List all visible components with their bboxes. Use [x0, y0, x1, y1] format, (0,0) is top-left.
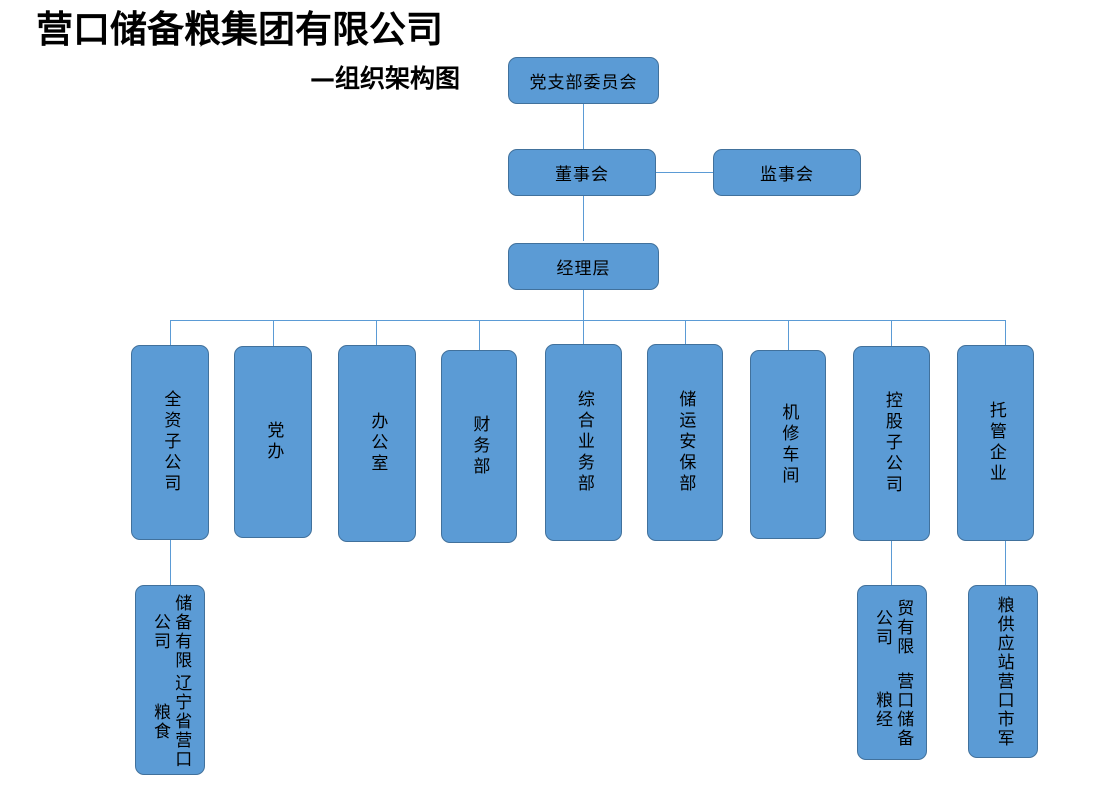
node-subsidiary-yingkou-military-grain-supply[interactable]: 粮供应站 营口市军 — [968, 585, 1038, 758]
node-dept-wholly-owned-subsidiary[interactable]: 全资子公司 — [131, 345, 209, 540]
node-label: 托管企业 — [985, 401, 1006, 485]
node-label: 储运安保部 — [675, 390, 696, 495]
node-dept-holding-subsidiary[interactable]: 控股子公司 — [853, 346, 930, 541]
node-management[interactable]: 经理层 — [508, 243, 659, 290]
node-label: 董事会 — [555, 165, 609, 185]
connector-dept8-to-sub2 — [891, 540, 892, 585]
node-label-col-left: 营口储备粮经 — [872, 672, 914, 748]
node-label-col-left: 辽宁省营口粮食 — [150, 674, 192, 770]
node-dept-party-office[interactable]: 党办 — [234, 346, 312, 538]
connector-board-to-supervisors — [656, 172, 713, 173]
node-subsidiary-yingkou-grain-trading[interactable]: 贸有限公司 营口储备粮经 — [857, 585, 927, 760]
node-board-of-supervisors[interactable]: 监事会 — [713, 149, 861, 196]
connector-party-to-board — [583, 104, 584, 149]
node-label: 机修车间 — [778, 402, 799, 487]
page-title: 营口储备粮集团有限公司 — [36, 8, 443, 51]
node-label: 全资子公司 — [160, 390, 181, 495]
connector-bus-to-dept5 — [583, 320, 584, 344]
connector-bus-to-dept8 — [891, 320, 892, 346]
node-dept-finance[interactable]: 财务部 — [441, 350, 517, 543]
node-label-col-right: 粮供应站 — [993, 595, 1014, 672]
connector-dept9-to-sub3 — [1005, 540, 1006, 585]
connector-board-to-management — [583, 196, 584, 241]
connector-bus-to-dept1 — [170, 320, 171, 345]
node-label: 党支部委员会 — [529, 73, 638, 93]
page-subtitle: —组织架构图 — [310, 64, 461, 93]
connector-dept1-to-sub1 — [170, 540, 171, 585]
connector-bus-to-dept2 — [273, 320, 274, 346]
connector-bus-to-dept4 — [479, 320, 480, 350]
node-dept-managed-enterprise[interactable]: 托管企业 — [957, 345, 1034, 541]
node-dept-office[interactable]: 办公室 — [338, 345, 416, 542]
connector-bus-horizontal — [170, 320, 1006, 321]
node-label: 综合业务部 — [573, 390, 594, 495]
node-label: 办公室 — [367, 412, 388, 475]
node-label: 财务部 — [469, 415, 490, 478]
connector-management-to-bus — [583, 290, 584, 321]
node-label-col-right: 贸有限公司 — [872, 599, 914, 656]
node-party-committee[interactable]: 党支部委员会 — [508, 57, 659, 104]
node-subsidiary-liaoning-yingkou-grain-reserve[interactable]: 储备有限公司 辽宁省营口粮食 — [135, 585, 205, 775]
node-dept-general-business[interactable]: 综合业务部 — [545, 344, 622, 541]
connector-bus-to-dept9 — [1005, 320, 1006, 345]
node-label: 监事会 — [760, 165, 814, 185]
node-label: 控股子公司 — [881, 391, 902, 496]
connector-bus-to-dept6 — [685, 320, 686, 344]
connector-bus-to-dept7 — [788, 320, 789, 350]
node-dept-storage-transport-security[interactable]: 储运安保部 — [647, 344, 723, 541]
node-dept-machine-repair-workshop[interactable]: 机修车间 — [750, 350, 826, 539]
node-label: 党办 — [263, 421, 284, 463]
node-label-col-left: 营口市军 — [993, 671, 1014, 748]
connector-bus-to-dept3 — [376, 320, 377, 345]
node-label: 经理层 — [556, 259, 611, 279]
node-board-of-directors[interactable]: 董事会 — [508, 149, 656, 196]
node-label-col-right: 储备有限公司 — [150, 593, 192, 670]
